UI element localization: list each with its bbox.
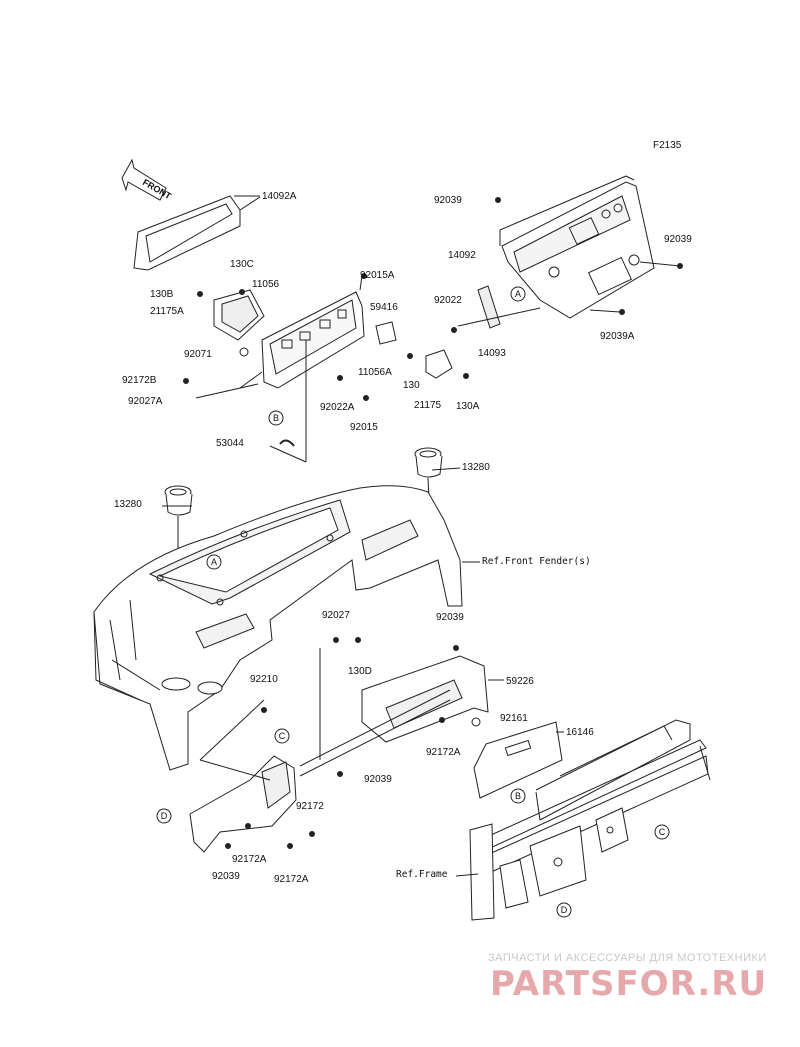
label-92039-top: 92039 bbox=[434, 195, 462, 206]
label-13280-left: 13280 bbox=[114, 499, 142, 510]
label-92210: 92210 bbox=[250, 674, 278, 685]
label-130B: 130B bbox=[150, 289, 174, 300]
callout-d-1: D bbox=[161, 811, 168, 821]
label-59416: 59416 bbox=[370, 302, 398, 313]
label-130: 130 bbox=[403, 380, 420, 391]
cup-holder-right bbox=[414, 447, 443, 521]
callout-c-1: C bbox=[279, 731, 286, 741]
upper-dash-panel bbox=[499, 175, 681, 319]
label-92172B: 92172B bbox=[122, 375, 157, 386]
callout-d-2: D bbox=[561, 905, 568, 915]
label-130D: 130D bbox=[348, 666, 372, 677]
vehicle-frame bbox=[455, 719, 711, 921]
label-92039-bracket: 92039 bbox=[364, 774, 392, 785]
label-92071: 92071 bbox=[184, 349, 212, 360]
switch-21175a bbox=[213, 289, 265, 341]
label-14093: 14093 bbox=[478, 348, 506, 359]
label-13280-right: 13280 bbox=[462, 462, 490, 473]
label-16146: 16146 bbox=[566, 727, 594, 738]
callout-b-2: B bbox=[515, 791, 521, 801]
label-92039A: 92039A bbox=[600, 331, 635, 342]
label-130A: 130A bbox=[456, 401, 480, 412]
label-92015A: 92015A bbox=[360, 270, 395, 281]
callout-a-2: A bbox=[211, 557, 217, 567]
label-11056: 11056 bbox=[252, 279, 280, 290]
label-92172A-mid: 92172A bbox=[426, 747, 461, 758]
ref-frame: Ref.Frame bbox=[396, 869, 448, 880]
fasteners bbox=[183, 197, 683, 849]
label-92022A: 92022A bbox=[320, 402, 355, 413]
label-14092: 14092 bbox=[448, 250, 476, 261]
label-92172A-left: 92172A bbox=[232, 854, 267, 865]
callout-c-2: C bbox=[659, 827, 666, 837]
meter-assembly bbox=[239, 275, 365, 389]
main-dashboard bbox=[93, 485, 463, 771]
callout-a-1: A bbox=[515, 289, 521, 299]
trim-strip-14093 bbox=[457, 285, 541, 329]
label-92022: 92022 bbox=[434, 295, 462, 306]
glove-box-59226 bbox=[361, 655, 504, 743]
meter-panel-frame bbox=[133, 195, 261, 271]
label-92039-bottom: 92039 bbox=[212, 871, 240, 882]
label-14092A: 14092A bbox=[262, 191, 297, 202]
label-92172A-bottom: 92172A bbox=[274, 874, 309, 885]
label-59226: 59226 bbox=[506, 676, 534, 687]
label-53044: 53044 bbox=[216, 438, 244, 449]
label-92039-mid: 92039 bbox=[436, 612, 464, 623]
label-92161: 92161 bbox=[500, 713, 528, 724]
callout-circles bbox=[156, 286, 670, 918]
label-92027: 92027 bbox=[322, 610, 350, 621]
front-arrow bbox=[121, 158, 167, 201]
label-92172: 92172 bbox=[296, 801, 324, 812]
watermark-logo[interactable]: PARTSFOR.RU bbox=[490, 964, 768, 1004]
hose-53044 bbox=[279, 439, 295, 447]
label-11056A: 11056A bbox=[358, 367, 392, 378]
label-92027A: 92027A bbox=[128, 396, 163, 407]
label-92039-right: 92039 bbox=[664, 234, 692, 245]
cup-holder-left bbox=[164, 485, 193, 668]
figure-code: F2135 bbox=[653, 140, 682, 151]
ref-front-fender: Ref.Front Fender(s) bbox=[482, 556, 591, 567]
callout-b-1: B bbox=[273, 413, 279, 423]
label-92015: 92015 bbox=[350, 422, 378, 433]
label-21175A: 21175A bbox=[150, 306, 184, 317]
lower-bracket bbox=[189, 648, 451, 853]
glove-box-lid-16146 bbox=[473, 721, 564, 799]
watermark-subtitle: ЗАПЧАСТИ И АКСЕССУАРЫ ДЛЯ МОТОТЕХНИКИ bbox=[488, 952, 767, 964]
label-130C: 130C bbox=[230, 259, 254, 270]
label-21175: 21175 bbox=[414, 400, 442, 411]
switch-21175 bbox=[375, 321, 453, 379]
